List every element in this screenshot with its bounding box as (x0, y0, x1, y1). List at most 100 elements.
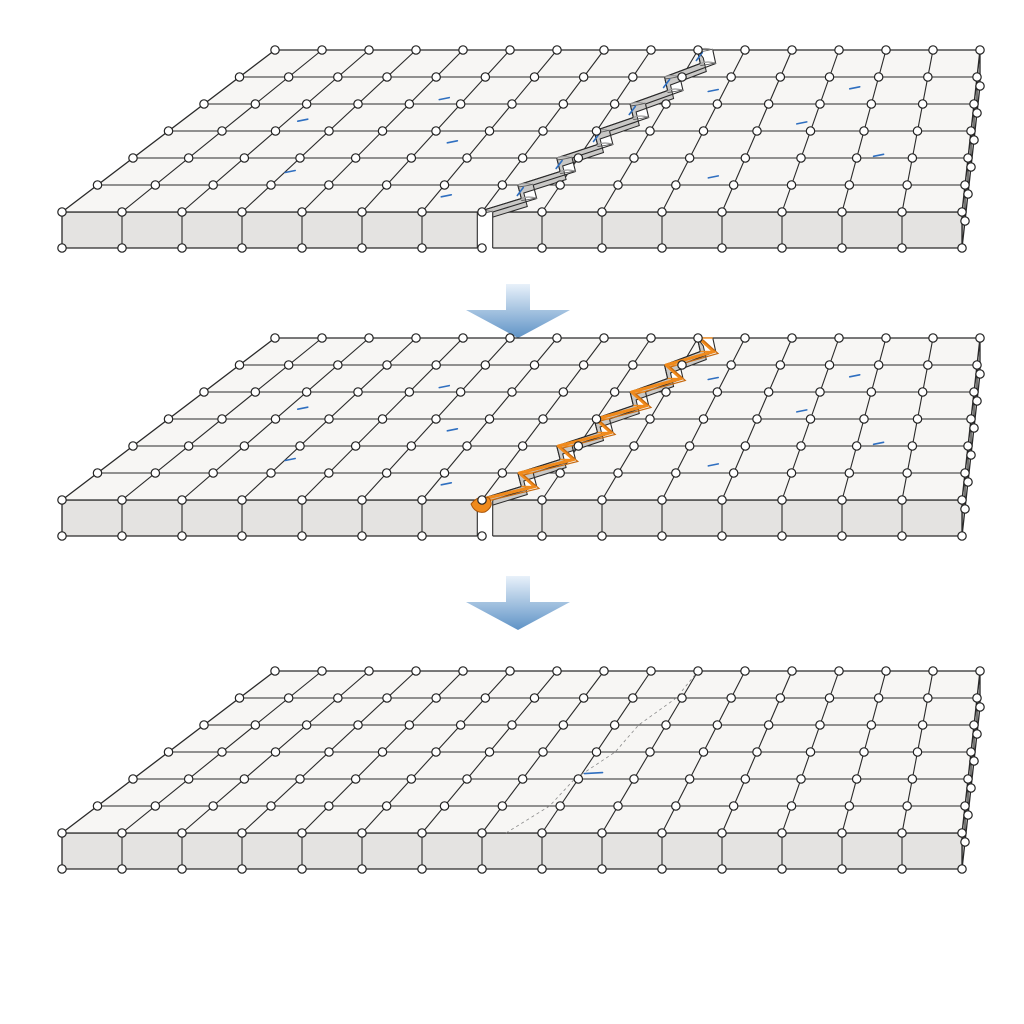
lattice-node (684, 441, 695, 451)
lattice-node (208, 468, 218, 478)
lattice-node (726, 72, 736, 82)
damage-mark (707, 376, 719, 381)
lattice-node (726, 693, 736, 703)
lattice-node (295, 774, 305, 784)
lattice-node (177, 864, 187, 874)
lattice-node (239, 153, 250, 163)
lattice-node (866, 99, 877, 109)
lattice-node (837, 864, 847, 874)
lattice-node (646, 333, 656, 343)
lattice-node (497, 468, 508, 478)
damage-mark (707, 463, 720, 467)
damage-mark (695, 51, 704, 62)
lattice-node (183, 153, 194, 163)
lattice-node (763, 99, 774, 109)
lattice-node (462, 774, 472, 784)
lattice-node (897, 828, 907, 838)
lattice-node (439, 180, 450, 190)
lattice-node (406, 441, 417, 451)
lattice-node (717, 828, 727, 838)
lattice-node (873, 360, 884, 370)
lattice-node (497, 180, 508, 190)
lattice-node (960, 180, 970, 190)
lattice-node (902, 180, 912, 190)
lattice-node (972, 72, 982, 82)
lattice-node (266, 180, 276, 190)
lattice-node (92, 468, 103, 478)
lattice-node (411, 45, 421, 55)
damage-mark (438, 96, 451, 101)
lattice-node (507, 99, 517, 109)
lattice-node (364, 45, 374, 55)
lattice-node (484, 126, 495, 136)
lattice-node (645, 126, 655, 136)
lattice-node (497, 801, 508, 811)
lattice-node (92, 180, 103, 190)
lattice-node (599, 45, 609, 55)
lattice-node (480, 693, 491, 703)
lattice-node (844, 180, 855, 190)
lattice-node (777, 531, 787, 541)
lattice-node (177, 243, 187, 253)
lattice-node (815, 387, 825, 397)
lattice-node (972, 729, 982, 739)
lattice-node (57, 495, 67, 505)
lattice-node (717, 243, 727, 253)
lattice-node (234, 693, 245, 703)
lattice-node (404, 720, 415, 730)
lattice-node (775, 693, 786, 703)
lattice-node (455, 720, 466, 730)
lattice-node (609, 99, 620, 109)
damage-mark (707, 175, 720, 179)
lattice-node (324, 414, 334, 424)
lattice-node (555, 801, 565, 811)
lattice-node (537, 531, 547, 541)
lattice-node (377, 414, 388, 424)
lattice-node (324, 747, 334, 757)
lattice-node (805, 747, 816, 757)
fiber-strand (560, 170, 576, 174)
lattice-node (923, 72, 933, 82)
lattice-node (381, 468, 392, 478)
lattice-node (599, 666, 609, 676)
lattice-node (417, 495, 427, 505)
damage-mark (872, 153, 885, 158)
damage-mark (707, 88, 719, 93)
lattice-node (458, 666, 468, 676)
lattice-node (333, 360, 343, 370)
lattice-node (324, 468, 334, 478)
lattice-node (815, 720, 825, 730)
lattice-node (270, 666, 280, 676)
lattice-node (439, 801, 450, 811)
lattice-node (529, 360, 540, 370)
lattice-node (957, 531, 967, 541)
lattice-node (963, 774, 973, 784)
lattice-node (239, 441, 250, 451)
lattice-node (684, 153, 695, 163)
lattice-node (599, 333, 609, 343)
lattice-node (538, 414, 548, 424)
lattice-node (613, 180, 623, 190)
lattice-node (777, 495, 787, 505)
lattice-node (552, 666, 562, 676)
lattice-node (969, 387, 979, 397)
lattice-node (507, 387, 517, 397)
lattice-node (613, 801, 623, 811)
lattice-node (350, 441, 361, 451)
lattice-node (824, 360, 835, 370)
lattice-node (837, 828, 847, 838)
lattice-node (671, 180, 681, 190)
lattice-node (558, 387, 569, 397)
fiber-strand (517, 183, 534, 188)
lattice-node (597, 828, 607, 838)
fiber-strand (667, 89, 684, 93)
lattice-node (787, 45, 797, 55)
lattice-node (177, 207, 187, 217)
lattice-node (317, 333, 327, 343)
lattice-node (698, 747, 709, 757)
lattice-node (917, 720, 928, 730)
lattice-node (270, 45, 280, 55)
lattice-node (357, 828, 367, 838)
fiber-strand (700, 62, 716, 66)
lattice-node (646, 666, 656, 676)
